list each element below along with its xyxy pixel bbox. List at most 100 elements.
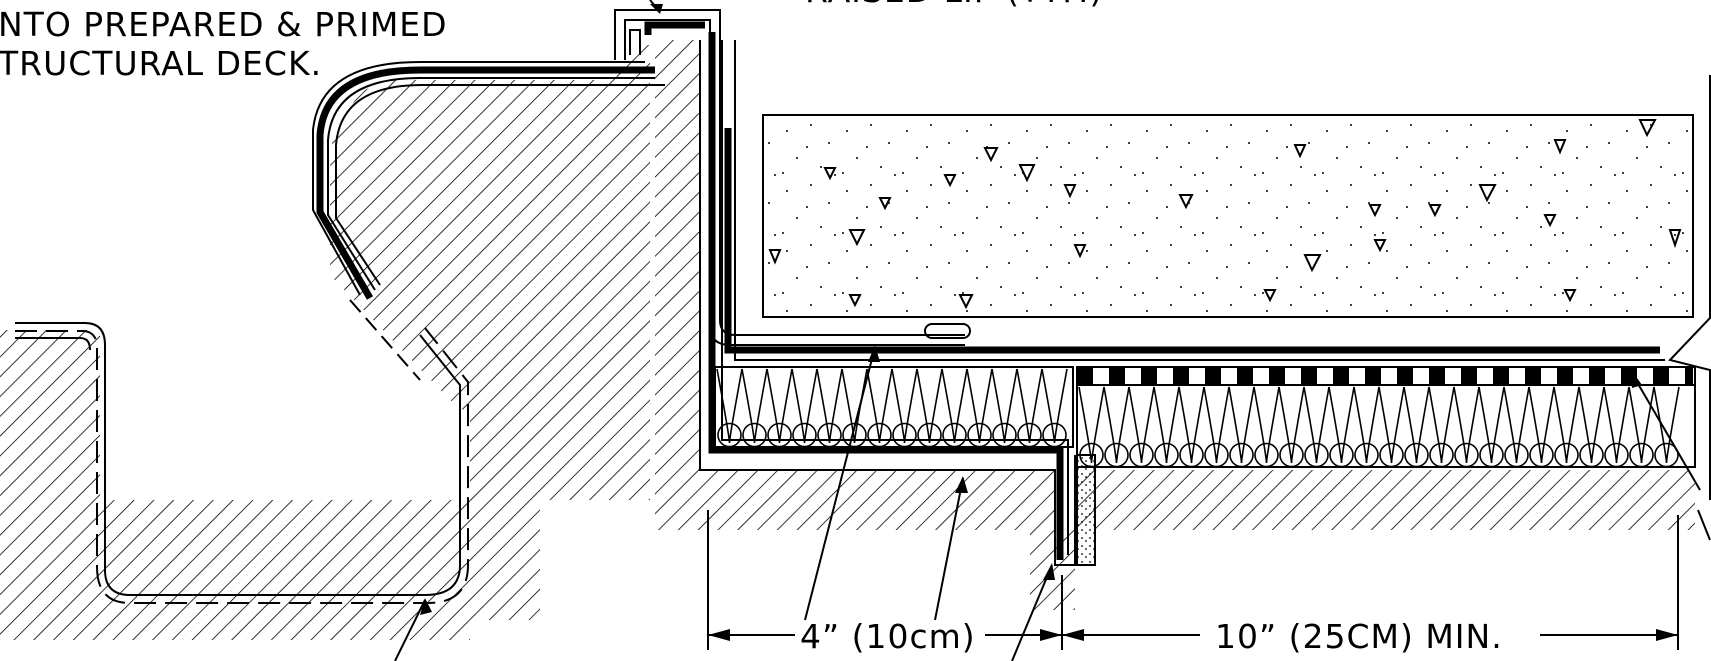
drainage-mat-cell — [1493, 367, 1509, 385]
drainage-mat-cell — [1685, 367, 1693, 385]
insulation-fiber — [1328, 386, 1355, 464]
insulation-loop — [1179, 442, 1204, 468]
insulation-loop — [817, 422, 842, 448]
insulation-loop — [1254, 442, 1279, 468]
insulation-loop — [1479, 442, 1504, 468]
insulation-loop — [1454, 442, 1479, 468]
insulation-fiber — [841, 368, 868, 444]
insulation-loop — [1579, 442, 1604, 468]
drainage-mat-cell — [1333, 367, 1349, 385]
insulation-loop — [1204, 442, 1229, 468]
break-line — [1668, 75, 1711, 500]
insulation-loop — [917, 422, 942, 448]
insulation-loop — [967, 422, 992, 448]
drainage-mat-cell — [1557, 367, 1573, 385]
insulation-loop — [792, 422, 817, 448]
insulation-left — [714, 366, 1074, 448]
insulation-fiber — [1453, 386, 1480, 464]
insulation-loop — [1304, 442, 1329, 468]
insulation-fiber — [1528, 386, 1555, 464]
insulation-fiber — [1403, 386, 1430, 464]
drainage-mat-cell — [1589, 367, 1605, 385]
drainage-mat-cell — [1205, 367, 1221, 385]
concrete-slab — [762, 114, 1694, 318]
insulation-loop — [1079, 442, 1104, 468]
parapet-hatch — [655, 40, 700, 470]
insulation-fiber — [1016, 368, 1043, 444]
insulation-fiber — [791, 368, 818, 444]
wall-flashing — [699, 32, 1665, 566]
dimension-right-label: 10” (25CM) MIN. — [1215, 617, 1503, 656]
insulation-fiber — [866, 368, 893, 444]
insulation-fiber — [1478, 386, 1505, 464]
note-raised-lip: RAISED LIP (TYP.) — [805, 0, 1103, 10]
leaders — [804, 345, 1055, 661]
drainage-mat-cell — [1397, 367, 1413, 385]
insulation-loop — [1104, 442, 1129, 468]
insulation-fiber — [1653, 386, 1680, 464]
insulation-loop — [767, 422, 792, 448]
drainage-mat-cell — [1429, 367, 1445, 385]
insulation-loop — [992, 422, 1017, 448]
insulation-loop — [1154, 442, 1179, 468]
insulation-fiber — [1203, 386, 1230, 464]
insulation-loop — [1654, 442, 1679, 468]
insulation-fiber — [716, 368, 743, 444]
insulation-loop — [1379, 442, 1404, 468]
insulation-loop — [1329, 442, 1354, 468]
left-gutter — [15, 299, 469, 661]
insulation-loop — [1354, 442, 1379, 468]
insulation-fiber — [741, 368, 768, 444]
insulation-fiber — [1078, 386, 1105, 464]
insulation-fiber — [1278, 386, 1305, 464]
insulation-loop — [1504, 442, 1529, 468]
insulation-loop — [942, 422, 967, 448]
insulation-fiber — [1353, 386, 1380, 464]
dimension-lines — [707, 510, 1679, 650]
insulation-fiber — [1253, 386, 1280, 464]
note-line-1: NTO PREPARED & PRIMED — [0, 5, 448, 44]
note-line-2: TRUCTURAL DECK. — [0, 44, 322, 83]
insulation-loop — [1229, 442, 1254, 468]
insulation-fiber — [1178, 386, 1205, 464]
insulation-fiber — [1103, 386, 1130, 464]
drainage-mat-cell — [1109, 367, 1125, 385]
insulation-fiber — [816, 368, 843, 444]
insulation-loop — [1129, 442, 1154, 468]
insulation-fiber — [1128, 386, 1155, 464]
insulation-loop — [1017, 422, 1042, 448]
insulation-fiber — [1628, 386, 1655, 464]
drainage-mat-cell — [1173, 367, 1189, 385]
insulation-fiber — [1153, 386, 1180, 464]
drainage-mat-cell — [1525, 367, 1541, 385]
insulation-loop — [892, 422, 917, 448]
insulation-fiber — [916, 368, 943, 444]
insulation-fiber — [1378, 386, 1405, 464]
insulation-fiber — [966, 368, 993, 444]
dimension-left-label: 4” (10cm) — [800, 617, 976, 656]
insulation-fiber — [891, 368, 918, 444]
drainage-mat-cell — [1461, 367, 1477, 385]
deck-hatch — [655, 470, 1055, 530]
insulation-fiber — [991, 368, 1018, 444]
deck-hatch-right — [1075, 470, 1695, 530]
insulation-right — [1076, 366, 1696, 468]
drainage-mat-cell — [1365, 367, 1381, 385]
insulation-fiber — [1603, 386, 1630, 464]
curved-membrane — [312, 61, 665, 300]
insulation-fiber — [941, 368, 968, 444]
drainage-mat — [1076, 366, 1696, 386]
insulation-loop — [717, 422, 742, 448]
drainage-mat-cell — [1237, 367, 1253, 385]
insulation-fiber — [1303, 386, 1330, 464]
insulation-loop — [1554, 442, 1579, 468]
insulation-loop — [1529, 442, 1554, 468]
drainage-mat-cell — [1301, 367, 1317, 385]
insulation-loop — [742, 422, 767, 448]
drainage-mat-cell — [1141, 367, 1157, 385]
insulation-fiber — [766, 368, 793, 444]
insulation-loop — [1279, 442, 1304, 468]
insulation-fiber — [1578, 386, 1605, 464]
insulation-fiber — [1503, 386, 1530, 464]
